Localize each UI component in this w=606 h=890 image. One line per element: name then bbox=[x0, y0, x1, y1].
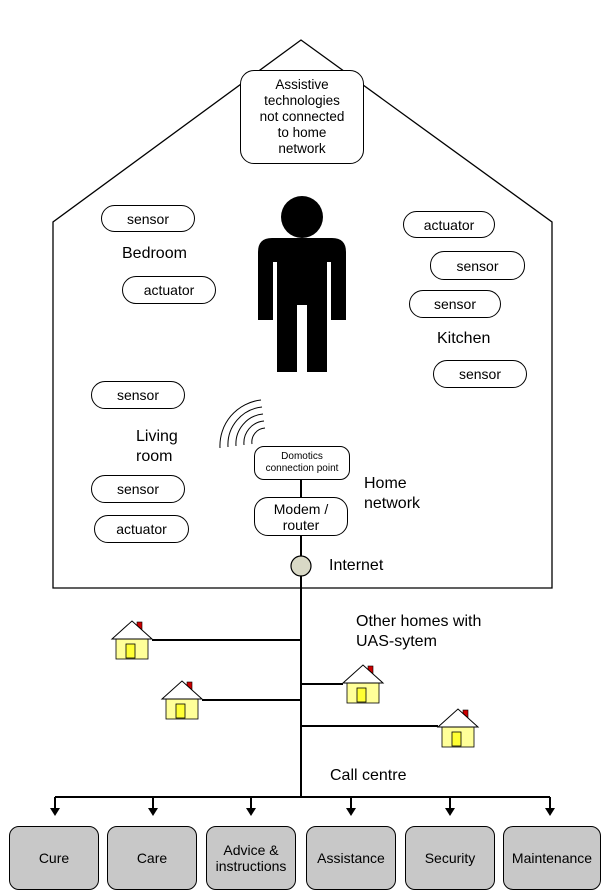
home-outline bbox=[52, 39, 553, 589]
domotics-connection-point: Domotics connection point bbox=[254, 446, 350, 480]
modem-router: Modem / router bbox=[254, 497, 348, 536]
service-security: Security bbox=[405, 826, 495, 890]
call-centre-label: Call centre bbox=[330, 767, 407, 784]
house-icon bbox=[160, 680, 204, 720]
service-maintenance: Maintenance bbox=[503, 826, 601, 890]
living-room-actuator: actuator bbox=[94, 515, 189, 543]
internet-node-icon bbox=[290, 555, 312, 577]
house-icon bbox=[341, 664, 385, 704]
kitchen-sensor: sensor bbox=[430, 251, 525, 280]
bedroom-sensor: sensor bbox=[101, 205, 195, 232]
network-lines bbox=[54, 480, 551, 808]
house-icon bbox=[110, 620, 154, 660]
wireless-signal-icon bbox=[219, 399, 266, 449]
service-assistance: Assistance bbox=[306, 826, 396, 890]
internet-label: Internet bbox=[329, 557, 384, 574]
home-network-label: Home network bbox=[364, 475, 421, 512]
person-icon bbox=[258, 196, 346, 372]
living-room-sensor: sensor bbox=[91, 381, 185, 409]
other-homes-label: Other homes with UAS-sytem bbox=[356, 613, 482, 650]
bedroom-label: Bedroom bbox=[122, 245, 187, 262]
kitchen-actuator: actuator bbox=[403, 211, 495, 238]
living-room-label: Living room bbox=[136, 428, 178, 465]
kitchen-sensor: sensor bbox=[409, 290, 501, 318]
kitchen-sensor: sensor bbox=[433, 360, 527, 388]
arrowheads bbox=[50, 808, 555, 816]
house-icon bbox=[436, 708, 480, 748]
living-room-sensor: sensor bbox=[91, 475, 185, 503]
service-advice-instructions: Advice & instructions bbox=[206, 826, 296, 890]
service-care: Care bbox=[107, 826, 197, 890]
bedroom-actuator: actuator bbox=[122, 276, 216, 304]
assistive-tech-note: Assistive technologies not connected to … bbox=[240, 70, 364, 164]
kitchen-label: Kitchen bbox=[437, 330, 491, 347]
service-cure: Cure bbox=[9, 826, 99, 890]
